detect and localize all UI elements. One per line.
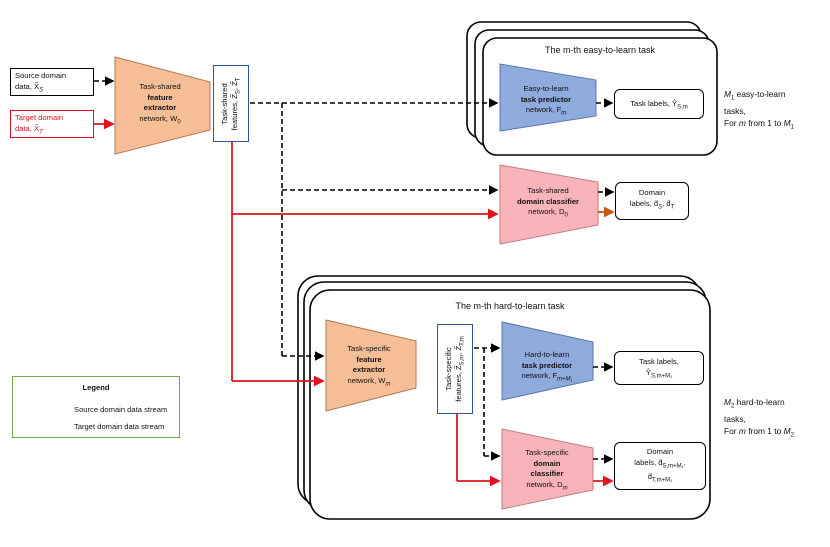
hard-dlabels-line1: Domain (646, 447, 674, 456)
specific-extractor-label: Task-specific feature extractor network,… (326, 344, 412, 390)
shared-extractor-line3: extractor (143, 103, 177, 112)
easy-labels-sub: S,m (677, 104, 688, 111)
specific-features-label: Task-specific features, Z̃S,m, Z̃T,m (444, 326, 466, 412)
shared-classifier-line1: Task-shared (527, 186, 569, 195)
shared-extractor-line2: feature (147, 92, 173, 102)
hard-dlabels-line3: d̂T,m+M₁ (647, 471, 673, 484)
specific-extractor-line2: feature (356, 354, 382, 364)
hard-predictor-label: Hard-to-learn task predictor network, Fm… (500, 350, 594, 385)
hard-dlabels-line2: labels, d̂S,m+M₁, (634, 457, 686, 470)
easy-predictor-line1: Easy-to-learn (523, 84, 569, 93)
source-streams (94, 76, 615, 464)
easy-note-line3: For m from 1 to M1 (724, 117, 794, 131)
specific-classifier-shape (501, 428, 594, 510)
specific-classifier-label: Task-specific domain classifier network,… (500, 448, 594, 494)
target-streams (94, 118, 614, 487)
shared-features-label: Task-shared features, Z̃S, Z̃T (220, 66, 242, 142)
easy-predictor-line3: network, Fm (525, 105, 567, 117)
shared-classifier-line2: domain classifier (516, 196, 580, 206)
shared-extractor-line1: Task-shared (139, 82, 181, 91)
legend (12, 376, 180, 438)
hard-predictor-line3: network, Fm+M₁ (521, 371, 573, 383)
hard-note-line2: tasks, (724, 413, 746, 424)
specific-features-box (437, 324, 473, 414)
shared-extractor-shape (114, 56, 211, 155)
legend-source-label: Source domain data stream (74, 405, 168, 414)
hard-predictor-line1: Hard-to-learn (524, 350, 570, 359)
hard-labels-line2: ŶS,m+M₁ (645, 367, 673, 380)
easy-note: M1 easy-to-learn tasks, For m from 1 to … (724, 88, 828, 133)
specific-classifier-line1: Task-specific (525, 448, 569, 457)
target-domain-input: Target domain data, X̃T (10, 110, 94, 138)
specific-extractor-line1: Task-specific (347, 344, 391, 353)
easy-task-title: The m-th easy-to-learn task (544, 45, 656, 55)
specific-features-line2: features, Z̃S,m, Z̃T,m (454, 336, 466, 402)
source-line1: Source domain (15, 71, 67, 80)
specific-classifier-line2: domain (533, 458, 561, 468)
legend-target-label: Target domain data stream (74, 422, 165, 431)
easy-note-line1: M1 easy-to-learn (724, 89, 786, 102)
hard-labels-line1: Task labels, (639, 357, 679, 366)
hard-note: M2 hard-to-learn tasks, For m from 1 to … (724, 396, 828, 441)
hard-predictor-shape (501, 321, 594, 401)
shared-features-line2: features, Z̃S, Z̃T (230, 77, 242, 131)
shared-domain-labels: Domain labels, d̂S, d̂T (615, 182, 689, 220)
easy-predictor-shape (499, 63, 597, 132)
specific-extractor-line4: network, Wm (347, 375, 391, 388)
hard-note-line1: M2 hard-to-learn (724, 397, 785, 410)
easy-task-labels: Task labels, ŶS,m (614, 89, 704, 119)
source-domain-input: Source domain data, X̃S (10, 68, 94, 96)
specific-classifier-line3: classifier (530, 469, 564, 478)
specific-extractor-shape (325, 319, 417, 412)
easy-labels-text: Task labels, Ŷ (630, 99, 678, 108)
easy-predictor-line2: task predictor (520, 94, 572, 104)
shared-domain-labels-line2: labels, d̂S, d̂T (629, 198, 675, 211)
shared-features-line1: Task-shared (220, 83, 229, 125)
hard-task-labels: Task labels, ŶS,m+M₁ (614, 351, 704, 385)
target-line2: data, X̃T (15, 123, 43, 136)
hard-predictor-line2: task predictor (521, 360, 573, 370)
hard-domain-labels: Domain labels, d̂S,m+M₁, d̂T,m+M₁ (614, 442, 706, 490)
specific-extractor-line3: extractor (352, 365, 386, 374)
target-line1: Target domain (15, 113, 64, 122)
shared-classifier-shape (499, 164, 599, 245)
easy-note-line2: tasks, (724, 105, 746, 116)
specific-features-line1: Task-specific (444, 347, 453, 391)
shared-extractor-label: Task-shared feature extractor network, W… (115, 82, 205, 128)
hard-note-line3: For m from 1 to M2 (724, 425, 794, 439)
hard-task-title: The m-th hard-to-learn task (455, 301, 565, 311)
source-line2: data, X̃S (15, 81, 44, 94)
easy-predictor-label: Easy-to-learn task predictor network, Fm (500, 84, 592, 119)
shared-classifier-line3: network, D0 (528, 207, 568, 219)
shared-extractor-line4: network, W0 (139, 113, 181, 126)
shared-domain-labels-line1: Domain (638, 188, 666, 197)
specific-classifier-line4: network, Dm (526, 479, 568, 492)
shared-classifier-label: Task-shared domain classifier network, D… (498, 186, 598, 221)
shared-features-box (213, 65, 249, 142)
legend-title: Legend (82, 383, 110, 392)
